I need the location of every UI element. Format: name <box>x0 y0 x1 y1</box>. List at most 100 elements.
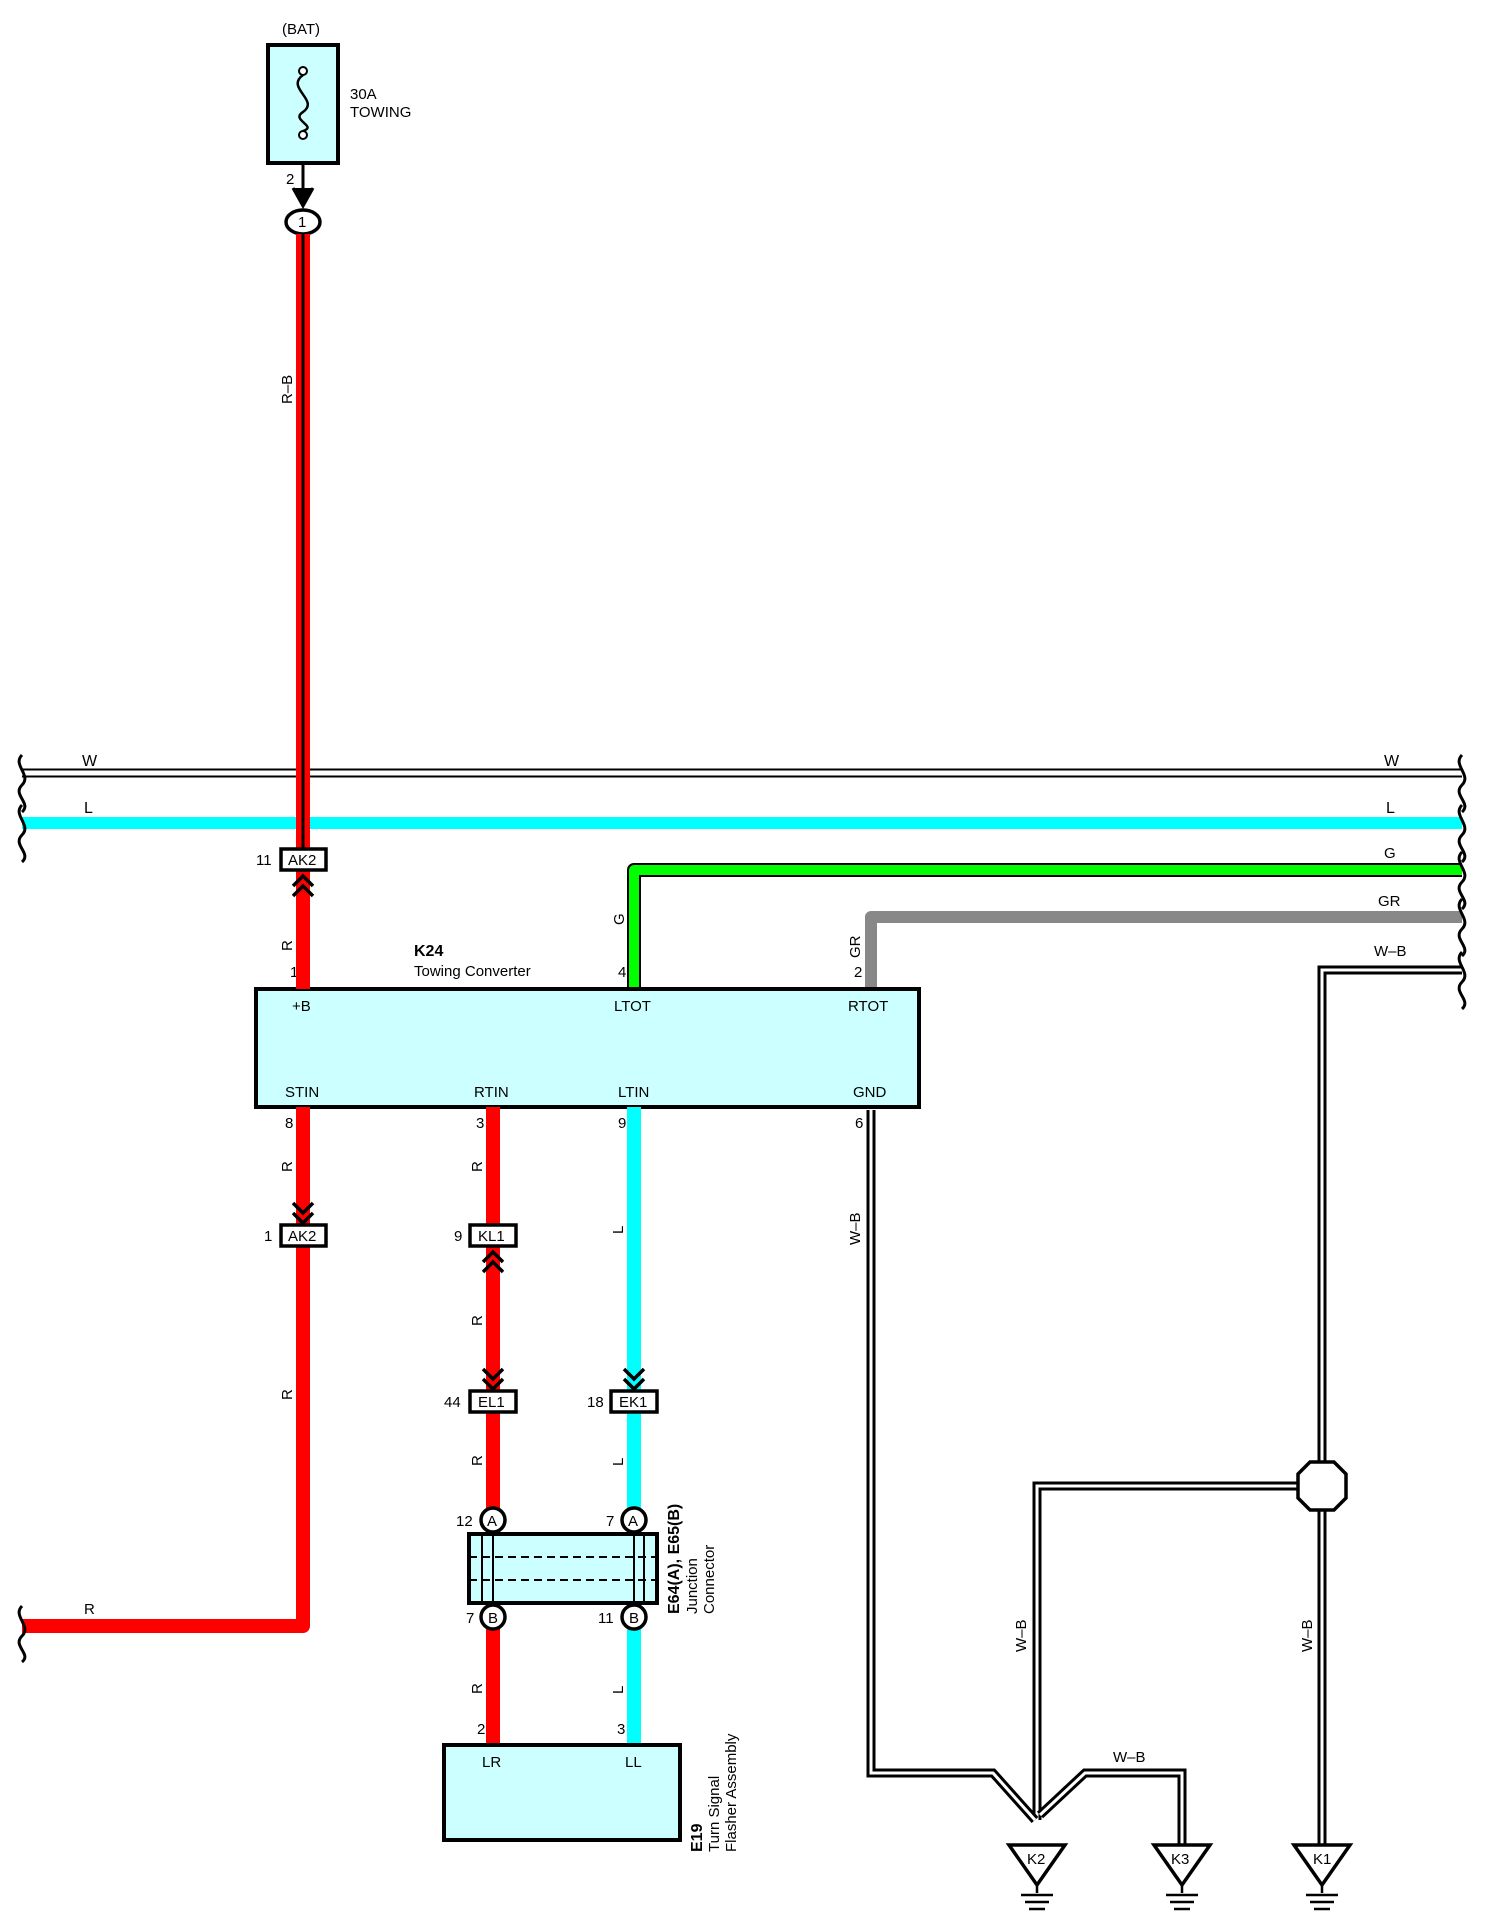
wire-wb-label-top: W–B <box>1374 943 1407 960</box>
flasher-pin-3: 3 <box>617 1721 625 1738</box>
junction-1-label: 1 <box>298 214 306 231</box>
junction-1: 1 <box>284 208 322 236</box>
ground-k1: K1 <box>1290 1843 1354 1911</box>
converter-box <box>254 987 921 1109</box>
wire-g-label-right: G <box>1384 845 1396 862</box>
converter-label-rtin: RTIN <box>474 1084 509 1101</box>
connector-el1-chevron-icon <box>481 1367 505 1392</box>
wire-l-label-ltin-bottom: L <box>610 1686 627 1694</box>
converter-pin-3: 3 <box>476 1115 484 1132</box>
connector-ak2-bottom: AK2 1 <box>264 1201 328 1248</box>
flasher-name-1: Turn Signal <box>706 1776 723 1852</box>
ground-k3: K3 <box>1150 1843 1214 1911</box>
bus-wire-l-label-left: L <box>84 800 93 817</box>
converter-label-ltin: LTIN <box>618 1084 649 1101</box>
ground-k2-id: K2 <box>1027 1851 1045 1868</box>
wire-r-label-rtin: R <box>469 1161 486 1172</box>
wire-r-label-stin-lower: R <box>279 1389 296 1400</box>
wire-l-label-ltin-lower: L <box>610 1458 627 1466</box>
wire-gr: GR GR <box>847 893 1462 990</box>
wire-r-label-power: R <box>279 940 296 951</box>
flasher-label-ll: LL <box>625 1754 642 1771</box>
converter-pin-2: 2 <box>854 964 862 981</box>
wire-wb-label-middle: W–B <box>1013 1619 1030 1652</box>
jc-pin-a-right-letter: A <box>628 1513 638 1530</box>
bus-wire-w-label-left: W <box>82 753 98 770</box>
connector-ak2-top: AK2 11 <box>256 847 328 898</box>
flasher-name-2: Flasher Assembly <box>723 1733 740 1852</box>
ground-k1-id: K1 <box>1313 1851 1331 1868</box>
jc-pin-b-right-num: 11 <box>598 1610 614 1627</box>
converter-label-rtot: RTOT <box>848 998 888 1015</box>
converter-label-ltot: LTOT <box>614 998 651 1015</box>
converter-pin-6: 6 <box>855 1115 863 1132</box>
connector-el1-pin: 44 <box>444 1394 461 1411</box>
converter-name: Towing Converter <box>414 963 531 980</box>
connector-kl1-chevron-icon <box>481 1249 505 1274</box>
converter-pin-1: 1 <box>290 964 298 981</box>
wire-r-label-left: R <box>84 1601 95 1618</box>
jc-pin-b-left-letter: B <box>488 1610 498 1627</box>
connector-kl1-pin: 9 <box>454 1228 462 1245</box>
jc-pin-a-left-letter: A <box>487 1513 497 1530</box>
break-mark-right-g <box>1457 850 1467 911</box>
jc-pin-b-right-letter: B <box>629 1610 639 1627</box>
jc-name-1: Junction <box>684 1558 701 1614</box>
junction-connector-box <box>467 1532 659 1605</box>
converter-label-gnd: GND <box>853 1084 887 1101</box>
jc-name-2: Connector <box>701 1545 718 1614</box>
break-mark-right-l <box>1457 803 1467 864</box>
fuse-pin: 2 <box>286 171 294 188</box>
connector-ak2-top-id: AK2 <box>288 852 316 869</box>
jc-pin-b-left-num: 7 <box>466 1610 474 1627</box>
fuse-box <box>266 43 340 165</box>
wire-l-ltin: L L L <box>610 1107 641 1745</box>
fuse-towing: (BAT) 30A TOWING 2 <box>266 21 411 210</box>
flasher-label-lr: LR <box>482 1754 501 1771</box>
break-mark-right-gr <box>1457 897 1467 958</box>
wire-wb-right: W–B W–B <box>1299 943 1462 1862</box>
connector-ak2-bottom-id: AK2 <box>288 1228 316 1245</box>
ground-k2-icon <box>1005 1843 1069 1889</box>
wire-r-label-rtin-lower: R <box>469 1455 486 1466</box>
connector-ek1: EK1 18 <box>587 1367 659 1414</box>
bus-wire-l: L L <box>22 800 1462 829</box>
connector-kl1: KL1 9 <box>454 1223 518 1274</box>
break-mark-right-wb <box>1457 950 1467 1011</box>
connector-ak2-top-pin: 11 <box>256 852 272 869</box>
wire-wb-label-bottom: W–B <box>1113 1749 1146 1766</box>
ground-k1-icon <box>1290 1843 1354 1889</box>
ground-k2: K2 <box>1005 1843 1069 1911</box>
fuse-arrow-icon <box>291 187 315 210</box>
wire-wb-label-gnd: W–B <box>847 1212 864 1245</box>
wire-r-label-stin: R <box>279 1161 296 1172</box>
connector-el1: EL1 44 <box>444 1367 518 1414</box>
jc-pin-a-left-num: 12 <box>456 1513 473 1530</box>
wire-r-rtin: R R R R <box>469 1107 500 1745</box>
ground-k3-id: K3 <box>1171 1851 1189 1868</box>
wire-l-label-ltin: L <box>610 1226 627 1234</box>
connector-ak2-top-chevron-icon <box>291 873 315 898</box>
flasher-pin-2: 2 <box>477 1721 485 1738</box>
connector-kl1-id: KL1 <box>478 1228 505 1245</box>
wire-r-label-rtin-mid: R <box>469 1315 486 1326</box>
break-mark-left-r <box>17 1604 27 1664</box>
fuse-source-label: (BAT) <box>282 21 320 38</box>
connector-el1-id: EL1 <box>478 1394 505 1411</box>
converter-pin-9: 9 <box>618 1115 626 1132</box>
jc-code: E64(A), E65(B) <box>666 1504 683 1614</box>
break-mark-left-l <box>17 803 27 864</box>
wire-gr-label-right: GR <box>1378 893 1401 910</box>
wire-wb-splice-k2: W–B <box>1013 1481 1322 1820</box>
jc-pin-a-right-num: 7 <box>606 1513 614 1530</box>
connector-ak2-bottom-chevron-icon <box>291 1201 315 1226</box>
bus-wire-l-label-right: L <box>1386 800 1395 817</box>
converter-label-stin: STIN <box>285 1084 319 1101</box>
connector-ek1-chevron-icon <box>622 1367 646 1392</box>
converter-pin-8: 8 <box>285 1115 293 1132</box>
wire-rb-label: R–B <box>279 375 296 404</box>
bus-wire-w-label-right: W <box>1384 753 1400 770</box>
break-marks <box>17 753 1467 1664</box>
wire-r-stin: R R R <box>22 1107 310 1633</box>
